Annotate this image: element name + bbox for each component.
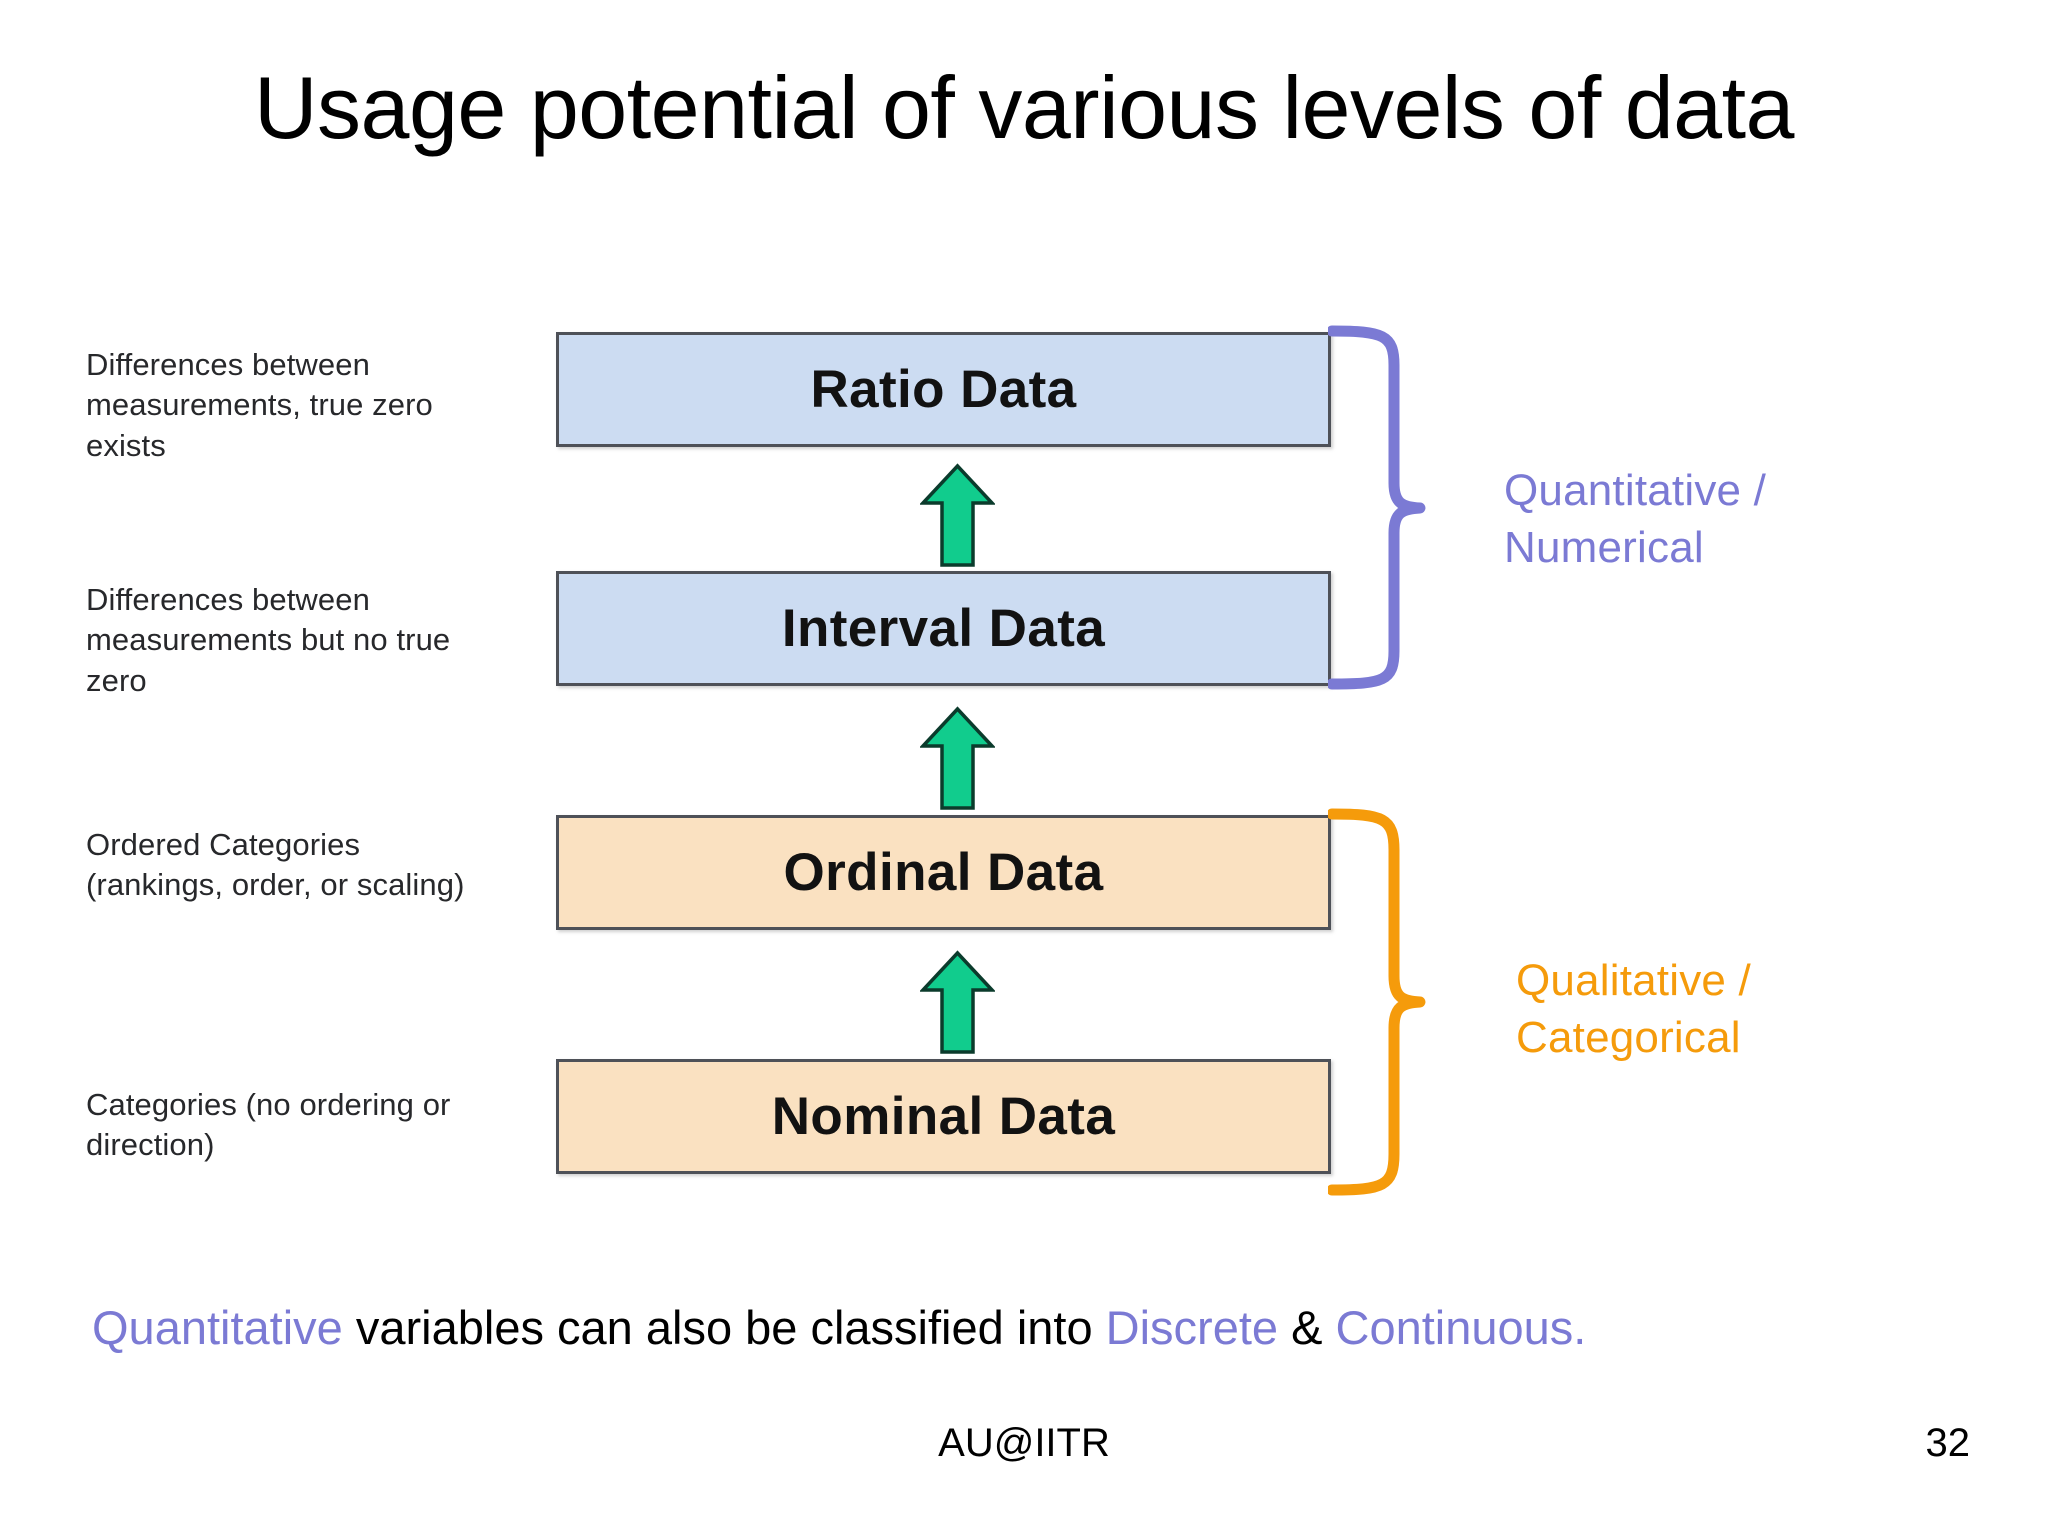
group-label-qualitative: Qualitative / Categorical xyxy=(1516,952,1936,1066)
bottom-note: Quantitative variables can also be class… xyxy=(92,1300,1972,1356)
bottom-note-discrete: Discrete xyxy=(1105,1301,1279,1354)
description-ordinal: Ordered Categories (rankings, order, or … xyxy=(86,827,465,903)
up-arrow-icon-nominal-to-ordinal xyxy=(918,950,997,1055)
description-interval: Differences between measurements but no … xyxy=(86,582,451,698)
level-box-ordinal: Ordinal Data xyxy=(556,815,1331,930)
group-label-quantitative: Quantitative / Numerical xyxy=(1504,462,1924,576)
bottom-note-ampersand: & xyxy=(1278,1301,1336,1354)
group-label-quantitative-line1: Quantitative / xyxy=(1504,466,1767,515)
bottom-note-quantitative: Quantitative xyxy=(92,1301,343,1354)
level-box-nominal: Nominal Data xyxy=(556,1059,1331,1174)
bottom-note-middle: variables can also be classified into xyxy=(342,1301,1106,1354)
footer-text: AU@IITR xyxy=(938,1421,1110,1465)
up-arrow-icon-ordinal-to-interval xyxy=(918,706,997,811)
level-box-interval: Interval Data xyxy=(556,571,1331,686)
group-label-quantitative-line2: Numerical xyxy=(1504,523,1704,573)
group-label-qualitative-line1: Qualitative / xyxy=(1516,956,1751,1005)
group-label-qualitative-line2: Categorical xyxy=(1516,1013,1741,1063)
curly-brace-icon-qualitative xyxy=(1326,808,1458,1196)
description-nominal: Categories (no ordering or direction) xyxy=(86,1087,451,1163)
page-title: Usage potential of various levels of dat… xyxy=(254,58,1795,157)
slide-number: 32 xyxy=(1925,1421,1971,1465)
level-box-ratio: Ratio Data xyxy=(556,332,1331,447)
bottom-note-continuous: Continuous. xyxy=(1335,1301,1587,1354)
curly-brace-icon-quantitative xyxy=(1326,325,1458,690)
description-ratio: Differences between measurements, true z… xyxy=(86,347,433,463)
up-arrow-icon-interval-to-ratio xyxy=(918,463,997,568)
